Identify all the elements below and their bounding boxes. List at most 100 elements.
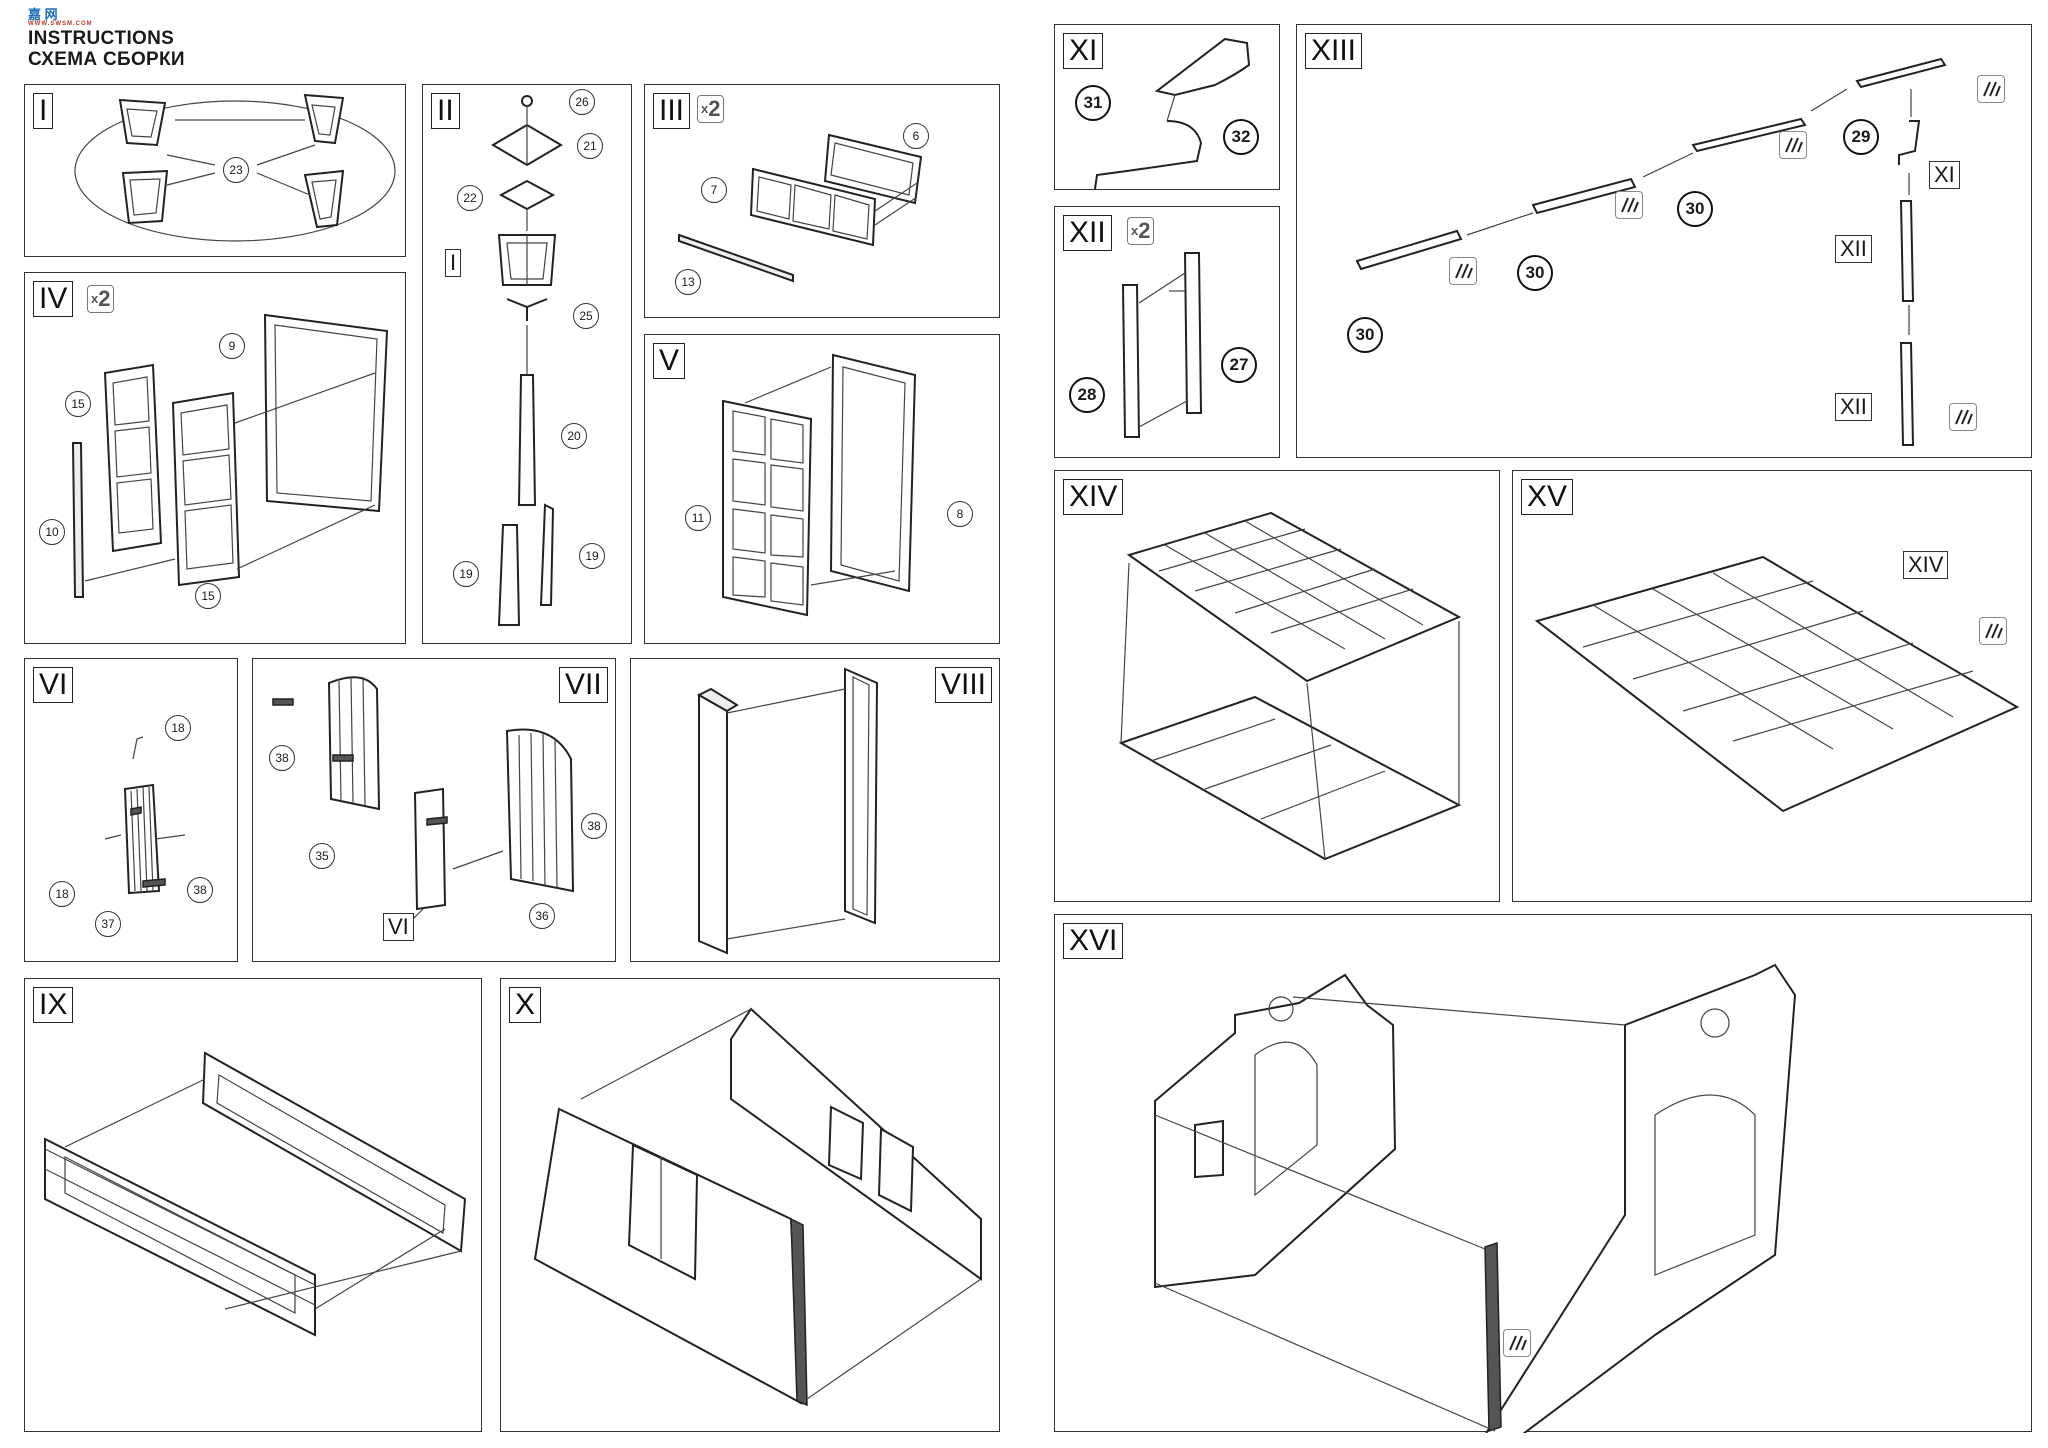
- part-30-1: 30: [1677, 191, 1713, 227]
- step-viii-label: VIII: [935, 667, 993, 703]
- glue-icon: [1779, 131, 1807, 159]
- step-iv-panel: IV x2 9 15 10 15: [24, 272, 406, 644]
- step-xiii-label: XIII: [1305, 33, 1363, 69]
- step-viii-diagram: [696, 667, 879, 955]
- part-18-left: 18: [49, 881, 75, 907]
- step-ii-diagram: [491, 95, 563, 626]
- step-ix-diagram: [44, 1051, 467, 1337]
- step-xv-diagram: [1534, 555, 2020, 813]
- step-xv-panel: XV XIV: [1512, 470, 2032, 902]
- step-xi-label: XI: [1063, 33, 1104, 69]
- step-v-label: V: [653, 343, 686, 379]
- step-xvi-diagram: [1154, 963, 1797, 1433]
- step-ii-label: II: [431, 93, 460, 129]
- glue-icon: [1449, 257, 1477, 285]
- step-iv-label: IV: [33, 281, 74, 317]
- part-27: 27: [1221, 347, 1257, 383]
- part-37: 37: [95, 911, 121, 937]
- step-vi-diagram: [104, 736, 186, 895]
- part-38-vii-left: 38: [269, 745, 295, 771]
- step-v-diagram: [722, 353, 917, 617]
- reference-step-xi: XI: [1929, 161, 1960, 189]
- step-viii-panel: VIII: [630, 658, 1000, 962]
- step-iv-diagram: [71, 313, 389, 598]
- multiplier-iv: x2: [87, 285, 115, 313]
- step-xiii-panel: XIII 29 XI 30 30 30 XII XII: [1296, 24, 2032, 458]
- step-iii-panel: III x2 6 7 13: [644, 84, 1000, 318]
- part-19-left: 19: [453, 561, 479, 587]
- reference-step-vi: VI: [383, 913, 414, 941]
- step-x-panel: X: [500, 978, 1000, 1432]
- multiplier-xii: x2: [1127, 217, 1155, 245]
- step-xii-label: XII: [1063, 215, 1112, 251]
- part-25: 25: [573, 303, 599, 329]
- part-23: 23: [223, 157, 249, 183]
- step-i-diagram: [74, 93, 396, 242]
- step-xvi-panel: XVI: [1054, 914, 2032, 1433]
- step-i-label: I: [33, 93, 54, 129]
- part-21: 21: [577, 133, 603, 159]
- reference-step-xii-b: XII: [1835, 393, 1872, 421]
- step-ii-panel: II 26 21 22 I 25 20 19 19: [422, 84, 632, 644]
- step-xv-label: XV: [1521, 479, 1574, 515]
- step-xiv-panel: XIV: [1054, 470, 1500, 902]
- step-xi-diagram: [1094, 37, 1251, 190]
- part-36: 36: [529, 903, 555, 929]
- part-15-bottom: 15: [195, 583, 221, 609]
- part-8: 8: [947, 501, 973, 527]
- part-29: 29: [1843, 119, 1879, 155]
- part-22: 22: [457, 185, 483, 211]
- part-20: 20: [561, 423, 587, 449]
- part-18-top: 18: [165, 715, 191, 741]
- step-xii-panel: XII x2 27 28: [1054, 206, 1280, 458]
- step-xvi-label: XVI: [1063, 923, 1124, 959]
- part-31: 31: [1075, 85, 1111, 121]
- part-30-3: 30: [1347, 317, 1383, 353]
- part-11: 11: [685, 505, 711, 531]
- step-iii-label: III: [653, 93, 691, 129]
- header-title-ru: СХЕМА СБОРКИ: [28, 49, 185, 70]
- part-38-vi: 38: [187, 877, 213, 903]
- glue-icon: [1503, 1329, 1531, 1357]
- step-ix-panel: IX: [24, 978, 482, 1432]
- reference-step-xiv: XIV: [1903, 551, 1949, 579]
- step-ix-label: IX: [33, 987, 74, 1023]
- step-vii-diagram: [272, 676, 575, 930]
- step-i-panel: I 23: [24, 84, 406, 257]
- part-26: 26: [569, 89, 595, 115]
- part-32: 32: [1223, 119, 1259, 155]
- reference-step-i: I: [445, 249, 462, 277]
- step-vii-panel: VII 38 35 VI 36 38: [252, 658, 616, 962]
- part-38-vii-right: 38: [581, 813, 607, 839]
- part-10: 10: [39, 519, 65, 545]
- glue-icon: [1949, 403, 1977, 431]
- step-iii-diagram: [678, 133, 923, 283]
- part-9: 9: [219, 333, 245, 359]
- step-x-label: X: [509, 987, 542, 1023]
- step-x-diagram: [533, 1007, 982, 1407]
- part-30-2: 30: [1517, 255, 1553, 291]
- part-19-right: 19: [579, 543, 605, 569]
- step-xi-panel: XI 31 32: [1054, 24, 1280, 190]
- step-vi-panel: VI 18 18 37 38: [24, 658, 238, 962]
- step-vi-label: VI: [33, 667, 74, 703]
- header-title-en: INSTRUCTIONS: [28, 28, 175, 49]
- multiplier-iii: x2: [697, 95, 725, 123]
- step-xiv-diagram: [1118, 511, 1462, 861]
- part-28: 28: [1069, 377, 1105, 413]
- step-v-panel: V 11 8: [644, 334, 1000, 644]
- glue-icon: [1977, 75, 2005, 103]
- step-vii-label: VII: [559, 667, 608, 703]
- glue-icon: [1615, 191, 1643, 219]
- part-35: 35: [309, 843, 335, 869]
- step-xiii-diagram: [1355, 57, 1947, 446]
- part-13: 13: [675, 269, 701, 295]
- glue-icon: [1979, 617, 2007, 645]
- step-xii-diagram: [1121, 252, 1203, 438]
- reference-step-xii-a: XII: [1835, 235, 1872, 263]
- part-6: 6: [903, 123, 929, 149]
- part-7: 7: [701, 177, 727, 203]
- instructions-header: INSTRUCTIONS СХЕМА СБОРКИ: [28, 28, 185, 70]
- step-xiv-label: XIV: [1063, 479, 1124, 515]
